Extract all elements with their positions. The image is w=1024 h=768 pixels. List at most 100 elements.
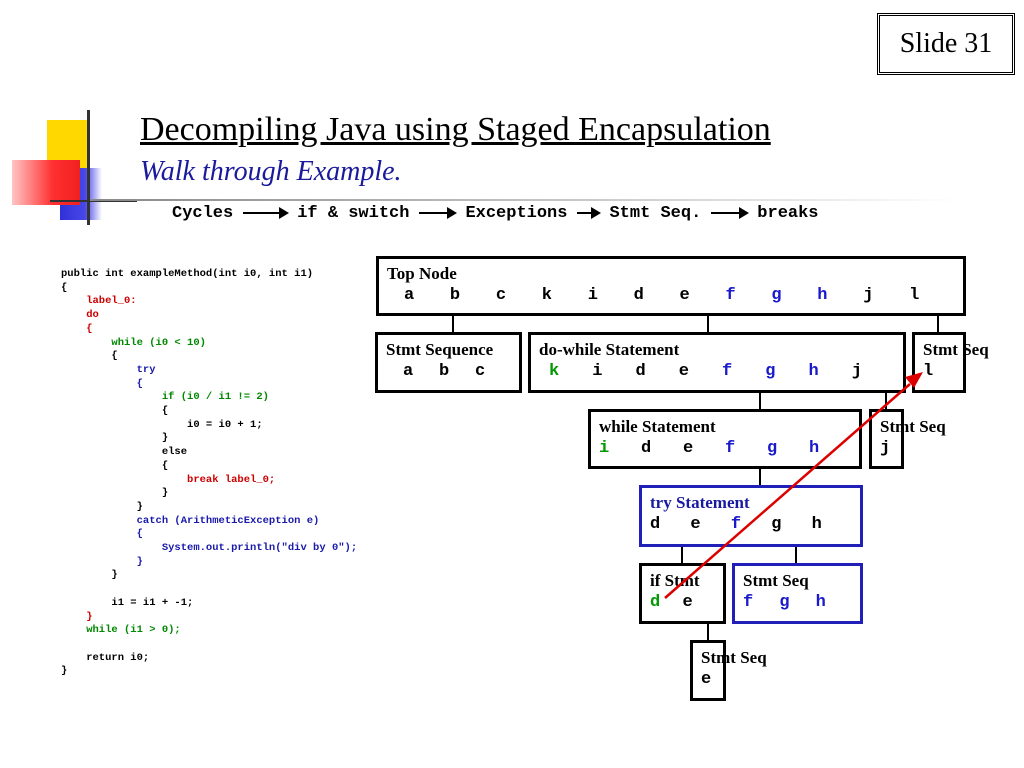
code-line: try [61,363,156,376]
java-code-listing: public int exampleMethod(int i0, int i1)… [61,268,357,679]
node-letter: h [808,362,819,381]
node-letter: a [404,286,415,305]
node-letter: e [682,593,693,612]
node-label: Stmt Seq [743,571,809,590]
node-letter: e [678,362,689,381]
node-letter: c [475,362,486,381]
connector-line [452,315,454,333]
logo-horizontal-line [50,200,137,202]
code-line: } [61,555,143,568]
node-letters: j [880,437,893,461]
code-line: { [61,322,93,335]
stmt-seq-fgh-node: Stmt Seq f g h [732,563,863,624]
stage-if-switch: if & switch [297,203,410,223]
code-line: while (i1 > 0); [61,624,181,637]
stage-exceptions: Exceptions [465,203,568,223]
node-letter: g [765,362,776,381]
code-line: if (i0 / i1 != 2) [61,391,269,404]
logo-decoration [12,110,137,225]
node-label: Top Node [387,264,457,283]
node-letter: h [817,286,828,305]
header-rule [90,199,960,201]
connector-line [759,392,761,410]
connector-line [681,546,683,564]
code-line: } [61,665,68,678]
node-letter: b [439,362,450,381]
stage-breaks: breaks [757,203,819,223]
logo-red-square [12,160,80,205]
try-statement-node: try Statement d e f g h [639,485,863,547]
code-line: i1 = i1 + -1; [61,596,194,609]
code-line: } [61,610,93,623]
node-letters: a b c [386,360,511,384]
code-line: { [61,377,143,390]
code-line: } [61,487,169,500]
code-line: } [61,432,169,445]
node-letter: b [449,286,461,305]
node-letter: j [880,439,891,458]
code-line: { [61,459,169,472]
node-letter: h [809,439,820,458]
connector-line [707,315,709,333]
slide-number: Slide 31 [877,13,1015,75]
node-label: try Statement [650,493,750,512]
node-label: if Stmt [650,571,700,590]
code-line: { [61,281,68,294]
node-letter: f [725,439,736,458]
node-label: Stmt Sequence [386,340,494,359]
node-letter: a [403,362,414,381]
stage-sequence: Cycles if & switch Exceptions Stmt Seq. … [172,202,819,224]
connector-line [707,623,709,641]
stage-stmt-seq: Stmt Seq. [609,203,702,223]
node-letter: e [690,515,701,534]
node-letter: h [811,515,822,534]
break-arrow-head [905,372,923,388]
node-letter: d [641,439,652,458]
node-letter: d [650,593,661,612]
page-subtitle: Walk through Example. [140,156,402,187]
code-line: public int exampleMethod(int i0, int i1) [61,268,314,280]
stmt-sequence-node: Stmt Sequence a b c [375,332,522,393]
node-letters: e [701,668,715,692]
code-line: label_0: [61,295,137,308]
connector-line [759,468,761,486]
node-letter: i [587,286,598,305]
connector-line [795,546,797,564]
stage-arrow [243,207,290,219]
node-letter: f [743,593,754,612]
node-label: while Statement [599,417,716,436]
node-letter: g [779,593,790,612]
node-letter: d [650,515,661,534]
break-arrow-line [664,383,911,599]
stage-arrow [419,207,458,219]
node-letters: f g h [743,591,852,615]
node-letter: g [771,286,782,305]
code-line: } [61,569,118,582]
node-letter: l [909,286,920,305]
node-letters: l [923,360,955,384]
node-letter: i [599,439,610,458]
node-letter: d [633,286,644,305]
code-line: do [61,309,99,322]
stage-arrow [711,207,750,219]
code-line: System.out.println("div by 0"); [61,542,358,555]
code-line: else [61,446,188,459]
node-letter: h [815,593,826,612]
node-letter: d [635,362,646,381]
code-line: } [61,500,143,513]
node-letter: e [701,670,712,689]
code-line: i0 = i0 + 1; [61,418,263,431]
node-letter: e [683,439,694,458]
page-title: Decompiling Java using Staged Encapsulat… [140,111,771,148]
node-letter: f [730,515,742,534]
code-line: { [61,528,143,541]
node-letter: g [771,515,782,534]
